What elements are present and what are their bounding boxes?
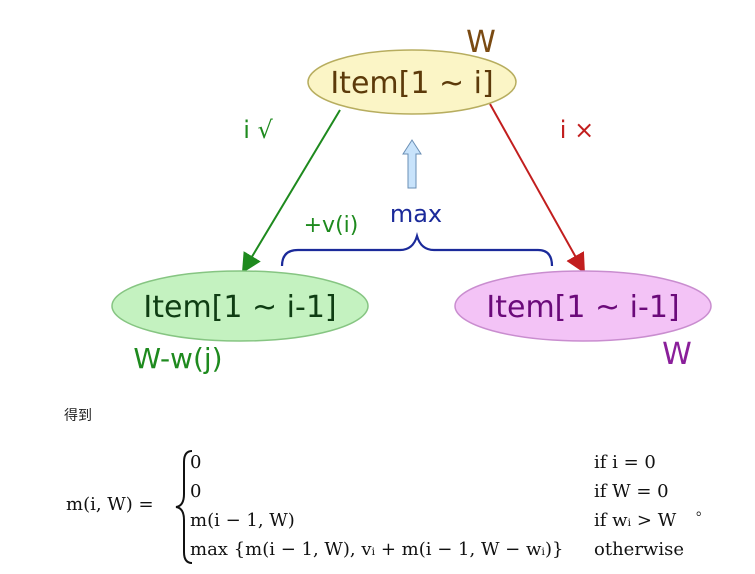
case-condition-2: if W = 0 [594,481,669,502]
max-brace [280,232,554,267]
recurrence-formula: m(i, W) = 0 0 m(i − 1, W) max {m(i − 1, … [64,448,744,566]
top-node-label: Item[1 ~ i] [330,66,493,101]
bonus-label: +v(i) [304,213,359,238]
left-edge-arrow [241,109,341,274]
left-node-capacity: W-w(j) [133,342,222,375]
cases-brace [175,450,193,564]
top-node-capacity: W [466,25,496,60]
max-label: max [390,200,442,228]
right-node [454,270,712,342]
formula-lhs: m(i, W) = [66,494,154,515]
case-condition-1: if i = 0 [594,452,656,473]
right-node-label: Item[1 ~ i-1] [486,290,679,325]
left-node-label: Item[1 ~ i-1] [143,290,336,325]
case-condition-3: if wᵢ > W [594,510,677,531]
caption-text: 得到 [64,408,92,424]
top-node [307,49,517,115]
up-arrow-icon [402,139,422,189]
case-value-4: max {m(i − 1, W), vᵢ + m(i − 1, W − wᵢ)} [190,539,564,560]
right-edge-arrow [489,103,585,274]
formula-period: 。 [696,503,710,519]
case-value-1: 0 [190,452,202,473]
case-value-3: m(i − 1, W) [190,510,295,531]
case-condition-4: otherwise [594,539,684,560]
left-edge-label: i √ [243,116,273,144]
knapsack-diagram: Item[1 ~ i] W i √ i × max +v(i) Item[1 ~… [111,25,712,375]
right-edge-label: i × [560,116,594,144]
case-value-2: 0 [190,481,202,502]
right-node-capacity: W [662,337,692,372]
left-node [111,270,369,342]
